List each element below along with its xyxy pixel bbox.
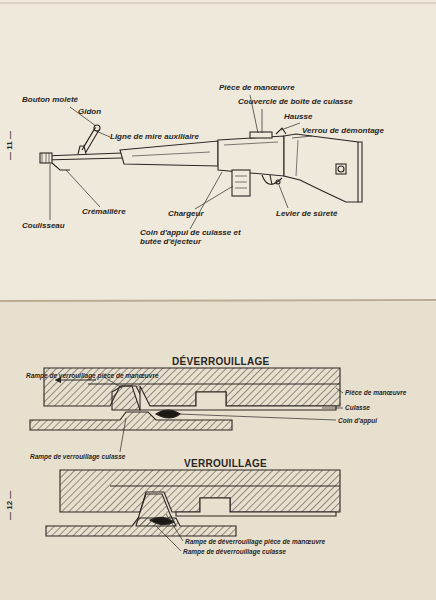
- page-number: — 12 —: [6, 491, 15, 520]
- part-label: Ligne de mire auxiliaire: [110, 133, 199, 142]
- part-label: Pièce de manœuvre: [345, 389, 406, 396]
- leader-lines: [50, 95, 312, 229]
- part-label: Verrou de démontage: [302, 127, 384, 136]
- part-label: Levier de sûreté: [276, 210, 337, 219]
- part-label: Coulisseau: [22, 222, 65, 231]
- part-label: Culasse: [345, 404, 370, 411]
- part-label: Couvercle de boîte de culasse: [238, 98, 353, 107]
- part-label: Hausse: [284, 113, 312, 122]
- locking-figure: [46, 470, 340, 536]
- part-label: Pièce de manœuvre: [219, 84, 295, 93]
- page-fold: [0, 300, 436, 301]
- leader-lines: [104, 377, 343, 452]
- page-edge: [0, 3, 436, 4]
- part-label: Gidon: [78, 108, 101, 117]
- page-ground: [0, 302, 436, 600]
- rifle: [40, 125, 362, 202]
- part-label: Chargeur: [168, 210, 204, 219]
- part-label: Rampe de déverrouillage pièce de manœuvr…: [185, 538, 325, 545]
- figure-heading: DÉVERROUILLAGE: [172, 356, 270, 367]
- part-label: Coin d'appui de culasse et butée d'éject…: [140, 229, 260, 247]
- leader-lines: [156, 514, 183, 551]
- part-label: Rampe de verrouillage pièce de manœuvre: [26, 372, 159, 379]
- figure-heading: VERROUILLAGE: [184, 458, 267, 469]
- part-label: Rampe de verrouillage culasse: [30, 453, 125, 460]
- part-label: Coin d'appui: [338, 417, 377, 424]
- page-number: — 11 —: [6, 131, 15, 160]
- part-label: Rampe de déverrouillage culasse: [183, 548, 286, 555]
- part-label: Bouton moleté: [22, 96, 78, 105]
- part-label: Crémaillère: [82, 208, 126, 217]
